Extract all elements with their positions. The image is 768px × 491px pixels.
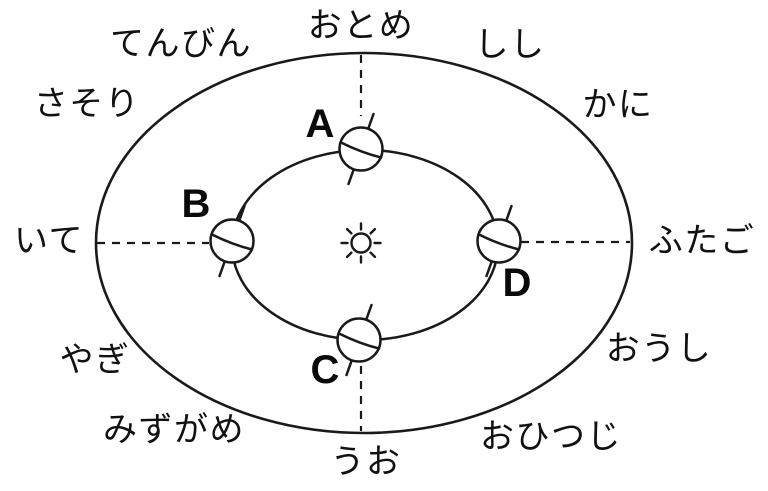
earth-globe-icon-b [209,204,255,278]
sight-lines [97,55,630,431]
sun-icon [340,222,382,264]
constellation-label-gemini: ふたご [648,222,756,260]
outer-zodiac-ellipse [94,51,634,435]
constellation-label-virgo: おとめ [307,7,415,45]
constellation-label-libra: てんびん [110,25,252,63]
earth-globe-icon-a [338,112,384,186]
earth-position-label-a: A [305,102,335,146]
constellation-label-aquarius: みずがめ [103,411,245,449]
earth-position-label-d: D [502,261,532,305]
constellation-label-scorpio: さそり [33,85,141,123]
constellation-label-sagittarius: いて [14,222,84,260]
constellation-label-taurus: おうし [605,330,713,368]
constellation-label-aries: おひつじ [480,418,622,456]
constellation-label-leo: しし [474,26,546,64]
earth-position-label-b: B [181,182,211,226]
constellation-label-cancer: かに [582,86,654,124]
earth-globe-icon-c [336,303,382,377]
constellation-label-pisces: うお [330,443,402,481]
constellation-label-capricorn: やぎ [59,341,131,379]
earth-position-label-c: C [310,348,340,392]
